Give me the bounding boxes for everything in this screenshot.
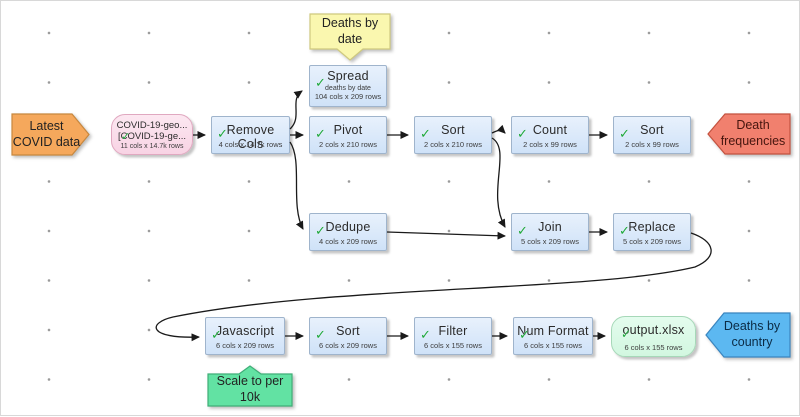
callout-down-shape	[309, 13, 391, 61]
node-title: Join	[538, 220, 562, 234]
node-title: Count	[532, 123, 568, 137]
check-icon: ✓	[517, 126, 528, 141]
node-stats: 6 cols x 155 rows	[524, 341, 582, 350]
note-scale-to-per-10k[interactable]: Scale to per 10k	[207, 365, 293, 407]
node-title: Pivot	[333, 123, 363, 137]
note-label: Deaths by date	[321, 16, 379, 46]
node-pivot[interactable]: ✓ Pivot 2 cols x 210 rows	[309, 116, 387, 154]
node-stats: 6 cols x 209 rows	[319, 341, 377, 350]
callout-up-shape	[207, 365, 293, 407]
note-label: Scale to per 10k	[216, 373, 284, 404]
left-arrow-shape	[707, 113, 791, 155]
node-sort-1[interactable]: ✓ Sort 2 cols x 210 rows	[414, 116, 492, 154]
check-icon: ✓	[315, 75, 326, 90]
right-arrow-shape	[11, 113, 90, 156]
node-stats: 2 cols x 99 rows	[523, 140, 577, 149]
node-stats: 6 cols x 155 rows	[624, 343, 683, 352]
check-icon: ✓	[217, 126, 228, 141]
node-dedupe[interactable]: ✓ Dedupe 4 cols x 209 rows	[309, 213, 387, 251]
node-stats: 104 cols x 209 rows	[314, 92, 382, 101]
check-icon: ✓	[519, 327, 530, 342]
node-title: Sort	[640, 123, 664, 137]
check-icon: ✓	[420, 126, 431, 141]
check-icon: ✓	[315, 126, 326, 141]
check-icon: ✓	[211, 327, 222, 342]
node-filter[interactable]: ✓ Filter 6 cols x 155 rows	[414, 317, 492, 355]
check-icon: ✓	[619, 126, 630, 141]
node-stats: 6 cols x 209 rows	[216, 341, 274, 350]
note-latest-covid-data[interactable]: Latest COVID data	[11, 113, 90, 156]
note-label: Deaths by country	[723, 319, 781, 349]
check-icon: ✓	[619, 223, 630, 238]
note-label: Death frequencies	[720, 118, 786, 148]
check-icon: ✓	[517, 223, 528, 238]
node-stats: 6 cols x 155 rows	[424, 341, 482, 350]
note-label: Latest COVID data	[12, 118, 81, 149]
node-sort-2[interactable]: ✓ Sort 2 cols x 99 rows	[613, 116, 691, 154]
edge-sort-count	[491, 124, 506, 134]
check-icon: ✓	[315, 223, 326, 238]
node-sort-3[interactable]: ✓ Sort 6 cols x 209 rows	[309, 317, 387, 355]
check-icon: ✓	[315, 327, 326, 342]
node-count[interactable]: ✓ Count 2 cols x 99 rows	[511, 116, 589, 154]
node-title: Remove Cols	[226, 123, 275, 151]
note-deaths-by-date[interactable]: Deaths by date	[309, 13, 391, 61]
edge-removecols-spread	[289, 90, 303, 130]
node-stats: 2 cols x 210 rows	[424, 140, 482, 149]
node-output-xlsx[interactable]: ✓ output.xlsx 6 cols x 155 rows	[611, 316, 696, 357]
node-note: deaths by date	[325, 85, 371, 92]
node-stats: 11 cols x 14.7k rows	[120, 143, 184, 150]
node-stats: 2 cols x 210 rows	[319, 140, 377, 149]
node-join[interactable]: ✓ Join 5 cols x 209 rows	[511, 213, 589, 251]
node-title: Sort	[441, 123, 465, 137]
node-num-format[interactable]: ✓ Num Format 6 cols x 155 rows	[513, 317, 593, 355]
node-input-covid[interactable]: ✓ COVID-19-geo... [COVID-19-ge... 11 col…	[111, 114, 193, 155]
node-remove-cols[interactable]: ✓ Remove Cols 4 cols x 14.7k rows	[211, 116, 290, 154]
node-title: COVID-19-geo...	[116, 120, 188, 131]
check-icon: ✓	[420, 327, 431, 342]
check-icon: ✓	[621, 327, 632, 341]
node-title-2: [COVID-19-ge...	[117, 131, 187, 142]
node-spread[interactable]: ✓ Spread deaths by date 104 cols x 209 r…	[309, 65, 387, 107]
edge-sort-join	[491, 137, 506, 228]
node-title: Spread	[327, 69, 369, 83]
node-replace[interactable]: ✓ Replace 5 cols x 209 rows	[613, 213, 691, 251]
note-deaths-by-country[interactable]: Deaths by country	[705, 312, 791, 358]
note-death-frequencies[interactable]: Death frequencies	[707, 113, 791, 155]
node-title: Replace	[628, 220, 676, 234]
node-stats: 2 cols x 99 rows	[625, 140, 679, 149]
edge-removecols-dedupe	[289, 141, 304, 230]
node-title: Dedupe	[325, 220, 371, 234]
check-icon: ✓	[121, 131, 131, 143]
node-javascript[interactable]: ✓ Javascript 6 cols x 209 rows	[205, 317, 285, 355]
edge-dedupe-join	[386, 231, 506, 240]
node-stats: 4 cols x 14.7k rows	[218, 140, 283, 149]
